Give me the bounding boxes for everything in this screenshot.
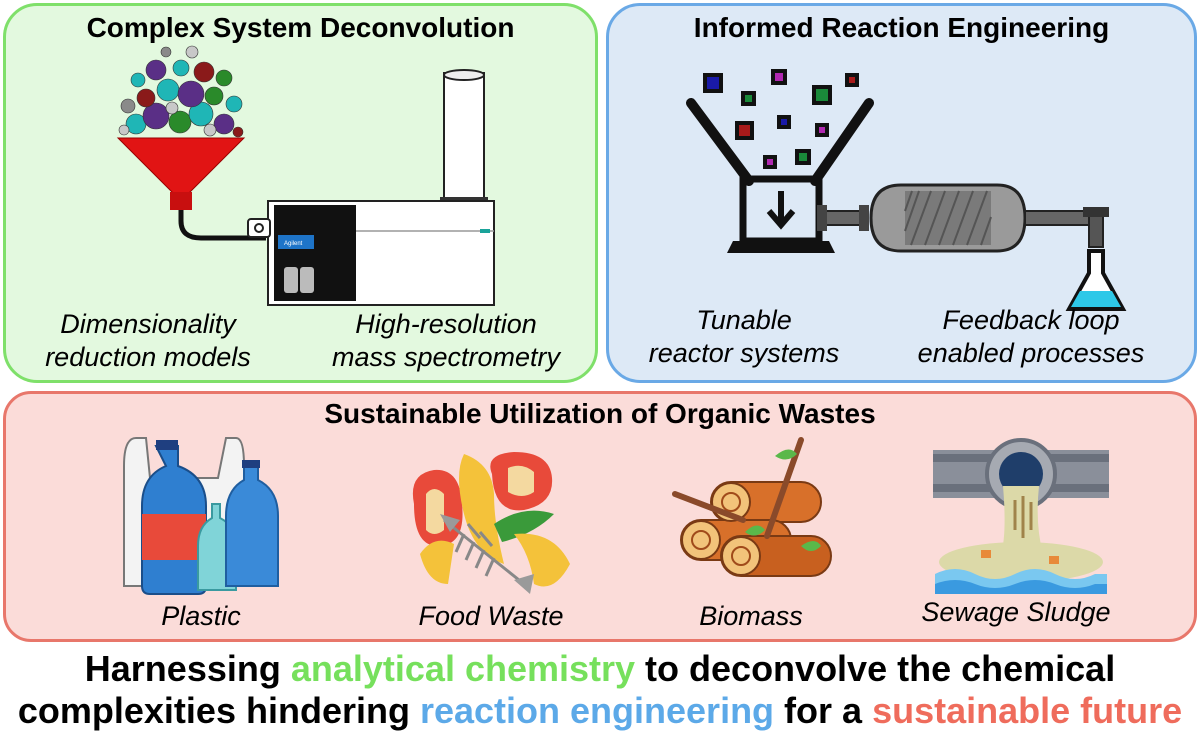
utilization-panel: Sustainable Utilization of Organic Waste… [3,391,1197,642]
feedback-loop-caption: Feedback loop enabled processes [917,305,1145,368]
sustainable-future-highlight: sustainable future [872,690,1183,731]
tunable-reactor-caption: Tunable reactor systems [648,305,840,368]
engineering-panel: Informed Reaction Engineering [606,3,1197,383]
summary-line-1: Harnessing analytical chemistry to decon… [84,648,1116,689]
summary-line-2: complexities hindering reaction engineer… [17,690,1183,731]
food-waste-label: Food Waste [418,601,564,631]
plastic-icon [123,437,279,595]
sewage-sludge-icon [933,438,1109,594]
deconvolution-panel: Complex System Deconvolution [3,3,598,383]
deconvolution-title: Complex System Deconvolution [86,12,515,43]
instrument-brand-label: Agilent [284,241,303,247]
reaction-engineering-highlight: reaction engineering [419,690,775,731]
plastic-label: Plastic [161,601,241,631]
mass-spectrometer-icon: Agilent [247,69,495,306]
dimensionality-reduction-caption: Dimensionality reduction models [45,309,251,372]
mass-spectrometry-caption: High-resolution mass spectrometry [331,309,561,372]
biomass-label: Biomass [699,601,803,631]
molecule-funnel-icon [116,45,266,241]
sewage-sludge-label: Sewage Sludge [921,597,1111,627]
analytical-chemistry-highlight: analytical chemistry [290,648,636,689]
food-waste-icon [412,452,570,594]
utilization-title: Sustainable Utilization of Organic Waste… [324,398,876,429]
engineering-title: Informed Reaction Engineering [693,12,1110,43]
summary-statement: Harnessing analytical chemistry to decon… [0,648,1200,732]
reactor-system-icon [686,69,1127,311]
biomass-icon [672,437,832,577]
